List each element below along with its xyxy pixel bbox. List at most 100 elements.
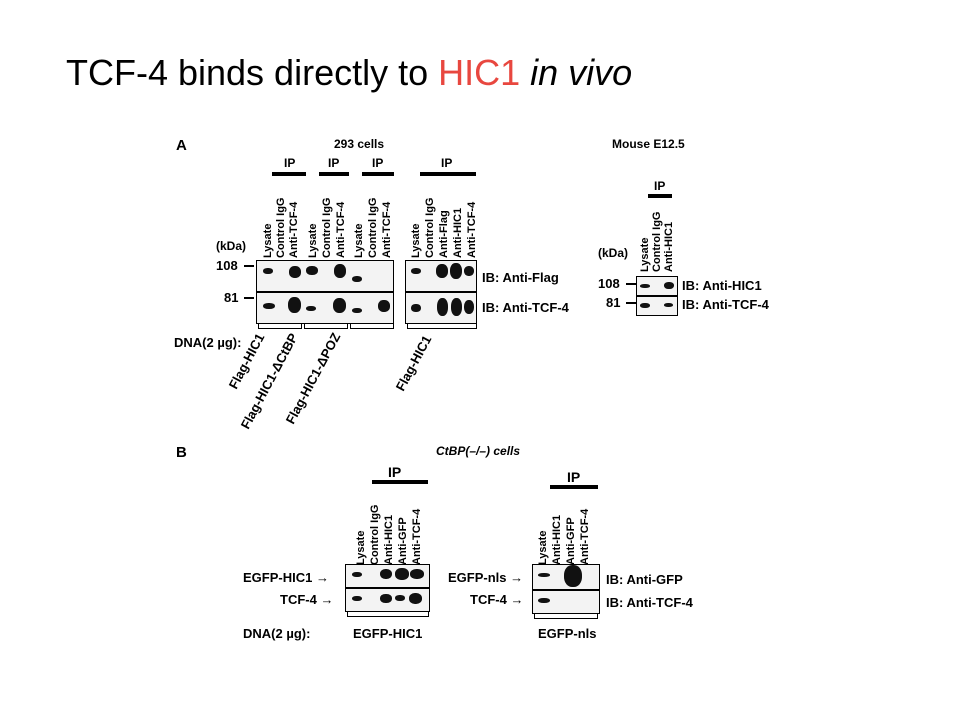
band — [464, 300, 474, 314]
band — [410, 569, 424, 579]
mw-81-a: 81 — [224, 290, 239, 305]
band — [664, 303, 673, 307]
band — [306, 266, 318, 275]
lane-label-a1-1: Lysate — [262, 223, 274, 258]
row-label-tcf4-b1: TCF-4 → — [280, 592, 334, 607]
ib-anti-gfp-label: IB: Anti-GFP — [606, 572, 683, 587]
lane-label-a4-5: Anti-TCF-4 — [466, 201, 478, 258]
lane-label-b2-4: Anti-TCF-4 — [579, 508, 591, 565]
ip-label-a3: IP — [372, 156, 384, 170]
kda-label-mouse: (kDa) — [598, 246, 629, 260]
row-label-tcf4-b1-text: TCF-4 — [280, 592, 317, 607]
band — [409, 593, 422, 604]
blot-mouse-tcf4 — [636, 296, 678, 316]
lane-label-a4-4: Anti-HIC1 — [452, 207, 464, 258]
band — [411, 304, 421, 312]
panel-a-cells-label: 293 cells — [334, 137, 385, 151]
blot-a-flag-left — [256, 260, 394, 292]
lane-label-a4-1: Lysate — [410, 223, 422, 258]
lane-label-mouse-3: Anti-HIC1 — [663, 221, 675, 272]
row-label-tcf4-b2: TCF-4 → — [470, 592, 524, 607]
ip-bar-a4 — [420, 172, 476, 176]
band — [538, 598, 550, 603]
ib-anti-hic1-label: IB: Anti-HIC1 — [682, 278, 762, 293]
bracket-b2 — [534, 614, 598, 619]
ip-label-b1: IP — [388, 464, 402, 480]
panel-b-cells-label: CtBP(–/–) cells — [436, 444, 521, 458]
lane-label-b1-2: Control IgG — [369, 504, 381, 566]
ib-anti-tcf4-label-a: IB: Anti-TCF-4 — [482, 300, 569, 315]
ip-label-a2: IP — [328, 156, 340, 170]
lane-label-b1-4: Anti-GFP — [397, 517, 409, 565]
ip-bar-a1 — [272, 172, 306, 176]
dna-label-b: DNA(2 µg): — [243, 626, 311, 641]
band — [352, 308, 362, 313]
ip-label-mouse: IP — [654, 179, 666, 193]
band — [263, 303, 275, 309]
ip-bar-b1 — [372, 480, 428, 484]
band — [333, 298, 346, 313]
band — [564, 565, 582, 587]
construct-flag-hic1-2: Flag-HIC1 — [392, 332, 435, 394]
panel-b-letter: B — [176, 444, 187, 461]
construct-egfp-hic1: EGFP-HIC1 — [353, 626, 423, 641]
band — [640, 303, 650, 308]
band — [411, 268, 421, 274]
mw-81-mouse: 81 — [606, 295, 621, 310]
title-part2: in vivo — [520, 52, 633, 93]
bracket-a4 — [407, 324, 477, 329]
band — [378, 300, 390, 312]
band — [306, 306, 316, 311]
band — [288, 297, 301, 313]
lane-label-a4-3: Anti-Flag — [438, 210, 450, 258]
lane-label-b2-2: Anti-HIC1 — [551, 514, 563, 565]
dna-label-a: DNA(2 µg): — [174, 335, 242, 350]
mw-81-tick-a — [244, 297, 254, 299]
lane-label-a3-1: Lysate — [353, 223, 365, 258]
lane-label-a2-1: Lysate — [307, 223, 319, 258]
band — [464, 266, 474, 276]
ib-anti-tcf4-label-b: IB: Anti-TCF-4 — [606, 595, 693, 610]
band — [289, 266, 301, 278]
band — [664, 282, 674, 289]
lane-label-a4-2: Control IgG — [424, 197, 436, 259]
lane-label-b2-3: Anti-GFP — [565, 517, 577, 565]
row-label-egfp-nls: EGFP-nls → — [448, 570, 524, 585]
row-label-egfp-nls-text: EGFP-nls — [448, 570, 507, 585]
row-label-egfp-hic1-text: EGFP-HIC1 — [243, 570, 313, 585]
title-accent: HIC1 — [438, 52, 521, 93]
lane-label-a2-2: Control IgG — [321, 197, 333, 259]
row-label-tcf4-b2-text: TCF-4 — [470, 592, 507, 607]
ip-label-a4: IP — [441, 156, 453, 170]
blot-a-tcf4-left — [256, 292, 394, 324]
lane-label-b1-5: Anti-TCF-4 — [411, 508, 423, 565]
lane-label-b1-1: Lysate — [355, 530, 367, 565]
band — [263, 268, 273, 274]
band — [640, 284, 650, 288]
band — [450, 263, 462, 279]
band — [380, 569, 392, 579]
lane-label-mouse-1: Lysate — [639, 237, 651, 272]
band — [352, 276, 362, 282]
bracket-a2 — [304, 324, 348, 329]
bracket-a1 — [258, 324, 302, 329]
lane-label-b2-1: Lysate — [537, 530, 549, 565]
row-label-egfp-hic1: EGFP-HIC1 → — [243, 570, 329, 585]
lane-label-a1-3: Anti-TCF-4 — [288, 201, 300, 258]
band — [451, 298, 462, 316]
mw-108-mouse: 108 — [598, 276, 620, 291]
bracket-a3 — [350, 324, 394, 329]
lane-label-a2-3: Anti-TCF-4 — [335, 201, 347, 258]
mw-81-tick-mouse — [626, 302, 636, 304]
blot-mouse-hic1 — [636, 276, 678, 296]
ip-label-a1: IP — [284, 156, 296, 170]
mw-108-a: 108 — [216, 258, 238, 273]
slide-title: TCF-4 binds directly to HIC1 in vivo — [66, 52, 632, 94]
mw-108-tick-mouse — [626, 283, 636, 285]
lane-label-a1-2: Control IgG — [275, 197, 287, 259]
panel-a-letter: A — [176, 137, 187, 154]
lane-label-b1-3: Anti-HIC1 — [383, 514, 395, 565]
lane-label-mouse-2: Control IgG — [651, 211, 663, 273]
panel-a-mouse-label: Mouse E12.5 — [612, 137, 685, 151]
ip-bar-a2 — [319, 172, 349, 176]
